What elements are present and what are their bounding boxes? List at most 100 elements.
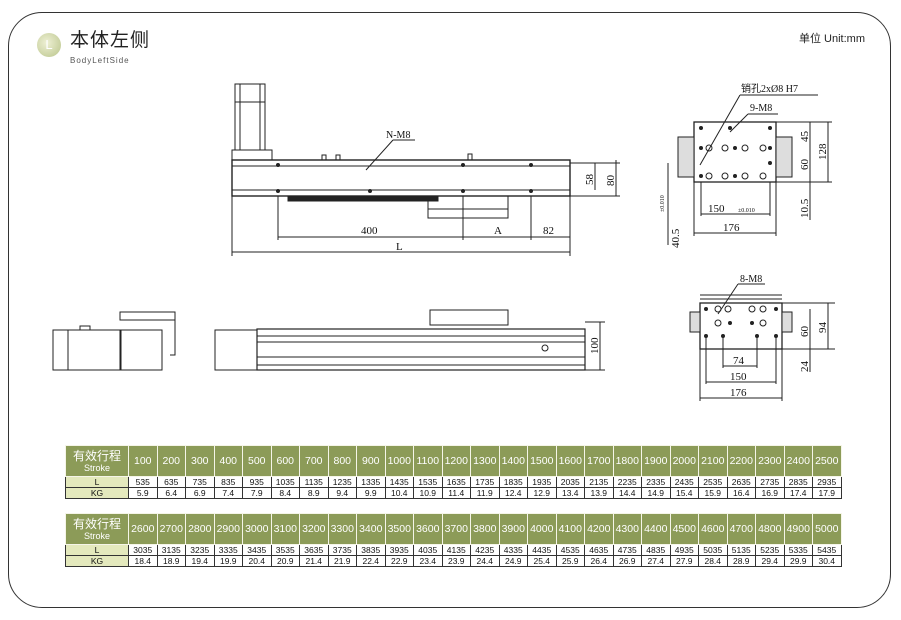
l-cell: 3835 [356,544,386,556]
dim-24: 24 [799,361,811,373]
stroke-cell: 600 [270,445,300,477]
l-cell: 4035 [413,544,443,556]
dim-400: 400 [361,225,378,237]
l-cell: 4835 [641,544,671,556]
stroke-cell: 2900 [213,513,243,545]
l-cell: 3535 [270,544,300,556]
stroke-cell: 3800 [470,513,500,545]
l-cell: 835 [213,476,243,488]
l-cell: 3635 [299,544,329,556]
side-view: 100 [214,309,605,371]
l-cell: 4535 [555,544,585,556]
stroke-cell: 3300 [327,513,357,545]
dim-60: 60 [799,159,811,171]
kg-cell: 19.9 [213,555,243,567]
dim-58: 58 [584,174,596,186]
dim-74: 74 [733,355,745,367]
l-cell: 4635 [584,544,614,556]
stroke-cell: 1600 [555,445,585,477]
kg-cell: 13.4 [555,487,585,499]
stroke-cell: 4200 [584,513,614,545]
kg-cell: 20.4 [242,555,272,567]
kg-cell: 25.9 [555,555,585,567]
stroke-cell: 4900 [783,513,813,545]
l-cell: 935 [242,476,272,488]
stroke-cell: 2700 [156,513,186,545]
stroke-cell: 4100 [555,513,585,545]
unit-label: 单位 Unit:mm [799,33,865,45]
end-view-top: 销孔2xØ8 H7 9-M8 45 60 128 10.5 40.5 ±0.01… [660,82,832,248]
tol-150: ±0.010 [738,208,755,214]
dim-45: 45 [799,131,811,143]
stroke-cell: 500 [242,445,272,477]
l-cell: 1235 [327,476,357,488]
stroke-cell: 2100 [698,445,728,477]
page-title: 本体左侧 [70,30,151,51]
stroke-cell: 4800 [755,513,785,545]
kg-cell: 20.9 [270,555,300,567]
l-cell: 3435 [242,544,272,556]
l-cell: 4735 [612,544,642,556]
kg-cell: 7.9 [242,487,272,499]
stroke-cell: 4400 [641,513,671,545]
kg-cell: 10.4 [384,487,414,499]
dim-82: 82 [543,225,554,237]
row-label: KG [65,487,129,499]
stroke-cell: 1000 [384,445,414,477]
kg-cell: 6.4 [156,487,186,499]
stroke-label-cn: 有效行程 [72,516,121,531]
kg-cell: 14.9 [641,487,671,499]
dim-l: L [396,241,403,253]
kg-cell: 11.9 [470,487,500,499]
kg-cell: 30.4 [812,555,842,567]
dim-94: 94 [817,322,829,334]
sheet-border [8,12,891,608]
dim-10-5: 10.5 [799,198,811,218]
l-cell: 3235 [185,544,215,556]
stroke-cell: 100 [128,445,158,477]
stroke-cell: 800 [327,445,357,477]
kg-cell: 23.4 [413,555,443,567]
kg-cell: 27.9 [669,555,699,567]
kg-cell: 25.4 [527,555,557,567]
stroke-cell: 1100 [413,445,443,477]
l-cell: 2035 [555,476,585,488]
stroke-cell: 1700 [584,445,614,477]
l-cell: 4435 [527,544,557,556]
front-view: N-M8 400 A 82 L 58 80 [231,83,620,256]
l-cell: 5135 [726,544,756,556]
dim-150-bottom: 150 [730,371,747,383]
stroke-cell: 2600 [128,513,158,545]
l-cell: 1435 [384,476,414,488]
stroke-cell: 3600 [413,513,443,545]
l-cell: 635 [156,476,186,488]
l-cell: 5035 [698,544,728,556]
dim-a: A [494,225,502,237]
l-cell: 1035 [270,476,300,488]
stroke-cell: 4000 [527,513,557,545]
kg-cell: 29.4 [755,555,785,567]
stroke-label-en: Stroke [83,530,110,541]
l-cell: 735 [185,476,215,488]
kg-cell: 8.4 [270,487,300,499]
motor-side-view [52,311,176,371]
kg-cell: 21.9 [327,555,357,567]
l-cell: 2535 [698,476,728,488]
stroke-cell: 2500 [812,445,842,477]
end-view-bottom: 8-M8 60 94 24 74 150 176 [689,274,835,401]
stroke-cell: 4300 [612,513,642,545]
callout-8-m8: 8-M8 [740,274,762,285]
stroke-cell: 4600 [698,513,728,545]
stroke-cell: 1300 [470,445,500,477]
kg-cell: 26.9 [612,555,642,567]
stroke-cell: 1400 [498,445,528,477]
stroke-cell: 3200 [299,513,329,545]
kg-cell: 21.4 [299,555,329,567]
